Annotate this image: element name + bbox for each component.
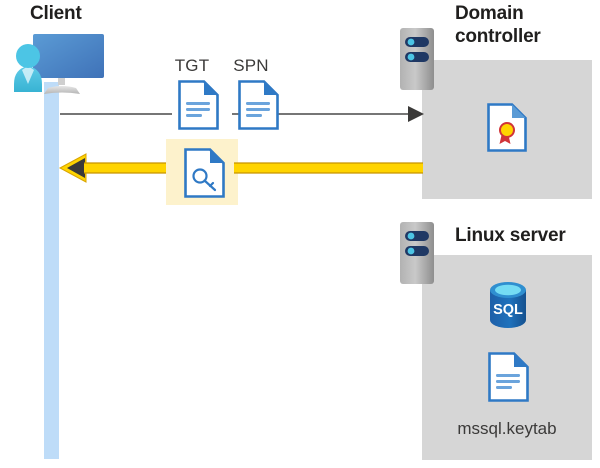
client-title: Client — [30, 3, 82, 24]
tgt-label: TGT — [174, 56, 210, 75]
document-icon — [488, 352, 529, 407]
server-rack-icon — [400, 222, 434, 284]
user-computer-icon — [10, 30, 120, 110]
document-icon — [238, 80, 279, 135]
sql-database-icon: SQL — [486, 281, 530, 334]
linux-server-title: Linux server — [455, 225, 566, 246]
server-rack-icon — [400, 28, 434, 90]
client-lifeline — [44, 82, 59, 459]
document-icon — [178, 80, 219, 135]
keytab-filename-label: mssql.keytab — [457, 419, 557, 438]
domain-controller-title-line2: controller — [455, 26, 541, 47]
spn-label: SPN — [233, 56, 269, 75]
response-arrow — [58, 150, 423, 191]
domain-controller-title: Domain controller — [455, 2, 595, 48]
key-document-icon — [184, 148, 225, 203]
svg-text:SQL: SQL — [493, 302, 523, 318]
domain-controller-title-line1: Domain — [455, 3, 524, 24]
certificate-document-icon — [487, 103, 527, 157]
